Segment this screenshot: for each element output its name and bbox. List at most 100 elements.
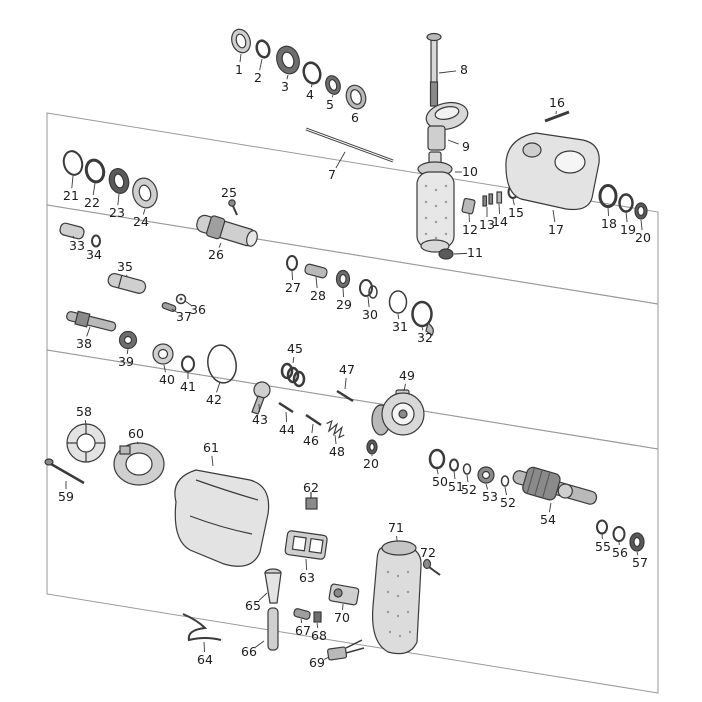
part-label-2322: 23: [109, 204, 125, 220]
part-66-shape: [267, 607, 279, 651]
part-20b-shape: [366, 439, 378, 455]
part-label-2726: 27: [285, 279, 301, 295]
part-33-shape: [59, 222, 85, 240]
part-label-5050: 50: [432, 473, 448, 489]
part-label-3837: 38: [76, 335, 92, 351]
part-5-shape: [325, 75, 341, 95]
part-12-shape: [461, 197, 476, 215]
part-71-shape: [371, 540, 422, 655]
part-label-7172: 71: [388, 519, 404, 535]
part-4-shape: [302, 61, 322, 85]
part-21-shape: [62, 150, 84, 176]
part-label-2625: 26: [208, 246, 224, 262]
part-65-shape: [264, 568, 282, 604]
part-label-6768: 67: [295, 622, 311, 638]
part-1-shape: [231, 28, 251, 54]
part-32-shape: [411, 300, 434, 336]
part-43-shape: [251, 381, 271, 415]
part-label-32: 3: [281, 78, 289, 94]
part-label-6566: 65: [245, 597, 261, 613]
part-label-1817: 18: [601, 215, 617, 231]
part-28-shape: [304, 263, 328, 279]
part-39-shape: [118, 330, 138, 350]
part-label-3029: 30: [362, 306, 378, 322]
part-30-shape: [359, 279, 378, 299]
part-31-shape: [388, 290, 408, 314]
part-label-1514: 15: [508, 204, 524, 220]
part-label-1312: 13: [479, 216, 495, 232]
part-label-6970: 69: [309, 654, 325, 670]
part-label-5657: 56: [612, 544, 628, 560]
part-label-5353: 53: [482, 488, 498, 504]
part-58-shape: [66, 423, 106, 463]
part-10-shape: [416, 151, 455, 253]
part-label-2827: 28: [310, 287, 326, 303]
part-label-5859: 58: [76, 403, 92, 419]
part-36-shape: [175, 293, 187, 305]
part-72-shape: [422, 558, 441, 576]
part-label-6162: 61: [203, 439, 219, 455]
part-23-shape: [108, 168, 130, 194]
part-34-shape: [91, 234, 101, 248]
part-52a-shape: [462, 463, 472, 475]
part-3-shape: [276, 45, 300, 75]
part-label-2221: 22: [84, 194, 100, 210]
part-20-shape: [634, 202, 648, 220]
part-label-43: 4: [306, 86, 314, 102]
part-53-shape: [477, 466, 495, 484]
part-label-5556: 55: [595, 538, 611, 554]
part-label-1211: 12: [462, 221, 478, 237]
handle-texture-dots: [386, 570, 412, 638]
part-62-shape: [305, 492, 318, 510]
part-label-2049: 20: [363, 455, 379, 471]
part-label-4746: 47: [339, 361, 355, 377]
part-label-65: 6: [351, 109, 359, 125]
part-label-3130: 31: [392, 318, 408, 334]
part-label-87: 8: [460, 61, 468, 77]
part-label-2928: 29: [336, 296, 352, 312]
part-26-shape: [196, 214, 258, 247]
section-bands: [46, 112, 659, 694]
part-label-1413: 14: [492, 213, 508, 229]
part-label-1918: 19: [620, 221, 636, 237]
part-56-shape: [612, 526, 626, 542]
part-13-shape: [482, 193, 494, 207]
part-label-4544: 45: [287, 340, 303, 356]
part-41-shape: [181, 355, 195, 373]
part-label-7071: 70: [334, 609, 350, 625]
part-label-4342: 43: [252, 411, 268, 427]
part-label-6667: 66: [241, 643, 257, 659]
part-29-shape: [335, 269, 351, 289]
part-label-4140: 41: [180, 378, 196, 394]
part-label-98: 9: [462, 138, 470, 154]
part-label-76: 7: [328, 166, 336, 182]
part-51-shape: [449, 458, 459, 472]
part-label-5252: 52: [461, 481, 477, 497]
part-42-shape: [207, 344, 237, 384]
part-19-shape: [618, 193, 634, 213]
part-7-shape: [305, 127, 394, 163]
part-label-7273: 72: [420, 544, 436, 560]
part-label-4241: 42: [206, 391, 222, 407]
part-label-2019: 20: [635, 229, 651, 245]
section-band-middle: [46, 204, 659, 450]
part-11-shape: [438, 248, 454, 260]
part-14-shape: [496, 191, 503, 204]
part-22-shape: [84, 158, 106, 184]
part-2-shape: [255, 39, 271, 59]
part-label-4039: 40: [159, 371, 175, 387]
part-label-4847: 48: [329, 443, 345, 459]
part-label-2524: 25: [221, 184, 237, 200]
part-9-shape: [425, 101, 469, 151]
part-label-5758: 57: [632, 554, 648, 570]
part-label-1716: 17: [548, 221, 564, 237]
part-label-5960: 59: [58, 488, 74, 504]
part-25-shape: [228, 199, 238, 216]
part-52b-shape: [500, 475, 510, 487]
part-49-shape: [371, 389, 425, 436]
part-label-3231: 32: [417, 329, 433, 345]
part-68-shape: [313, 611, 322, 623]
part-57-shape: [629, 532, 645, 552]
part-61-shape: [174, 469, 270, 567]
